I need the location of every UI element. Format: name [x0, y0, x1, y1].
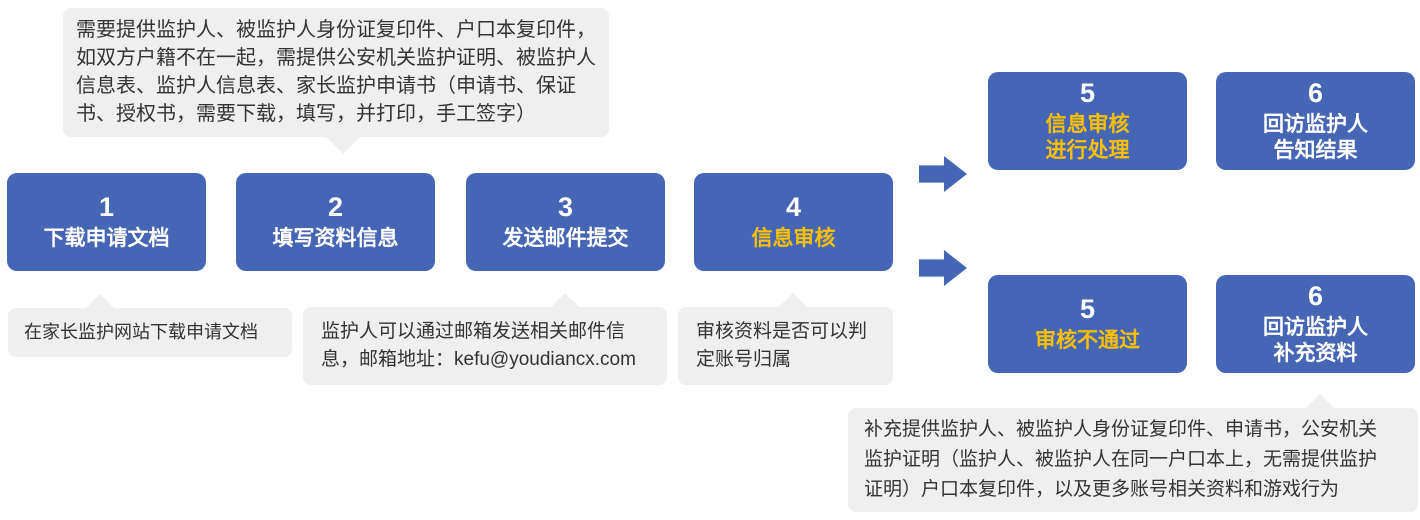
step-3-send-email-box: 3 发送邮件提交	[466, 173, 665, 271]
callout-pointer-up-icon	[779, 293, 807, 307]
callout-pointer-down-icon	[326, 137, 360, 154]
note-step4-review: 审核资料是否可以判 定账号归属	[678, 307, 893, 385]
step-5-review-processed-box: 5 信息审核 进行处理	[988, 72, 1187, 170]
arrow-right-top-icon	[919, 156, 967, 192]
step-label: 下载申请文档	[43, 226, 170, 250]
step-6-callback-supplement-box: 6 回访监护人 补充资料	[1216, 275, 1415, 373]
step-1-download-box: 1 下载申请文档	[7, 173, 206, 271]
step-label: 审核不通过	[1035, 328, 1140, 352]
step-number: 4	[785, 191, 802, 222]
note-required-documents: 需要提供监护人、被监护人身份证复印件、户口本复印件， 如双方户籍不在一起，需提供…	[63, 8, 609, 137]
step-number: 6	[1307, 77, 1324, 108]
step-number: 6	[1307, 280, 1324, 311]
step-5-review-failed-box: 5 审核不通过	[988, 275, 1187, 373]
step-label: 信息审核 进行处理	[1045, 113, 1130, 162]
step-label: 回访监护人 补充资料	[1263, 316, 1368, 365]
step-2-fill-info-box: 2 填写资料信息	[236, 173, 435, 271]
note-supplement-materials: 补充提供监护人、被监护人身份证复印件、申请书，公安机关 监护证明（监护人、被监护…	[848, 408, 1418, 512]
step-number: 1	[98, 191, 115, 222]
step-number: 5	[1079, 77, 1096, 108]
callout-pointer-up-icon	[1306, 394, 1334, 408]
callout-pointer-up-icon	[86, 294, 114, 308]
step-number: 5	[1079, 293, 1096, 324]
note-step3-email: 监护人可以通过邮箱发送相关邮件信 息，邮箱地址：kefu@youdiancx.c…	[303, 307, 667, 385]
step-6-callback-result-box: 6 回访监护人 告知结果	[1216, 72, 1415, 170]
step-label: 信息审核	[751, 226, 836, 250]
step-label: 填写资料信息	[272, 226, 399, 250]
step-number: 3	[557, 191, 574, 222]
step-number: 2	[327, 191, 344, 222]
arrow-right-bottom-icon	[919, 250, 967, 286]
callout-pointer-up-icon	[551, 293, 579, 307]
step-4-review-box: 4 信息审核	[694, 173, 893, 271]
note-step1-download: 在家长监护网站下载申请文档	[8, 308, 292, 357]
step-label: 发送邮件提交	[502, 226, 629, 250]
step-label: 回访监护人 告知结果	[1263, 113, 1368, 162]
